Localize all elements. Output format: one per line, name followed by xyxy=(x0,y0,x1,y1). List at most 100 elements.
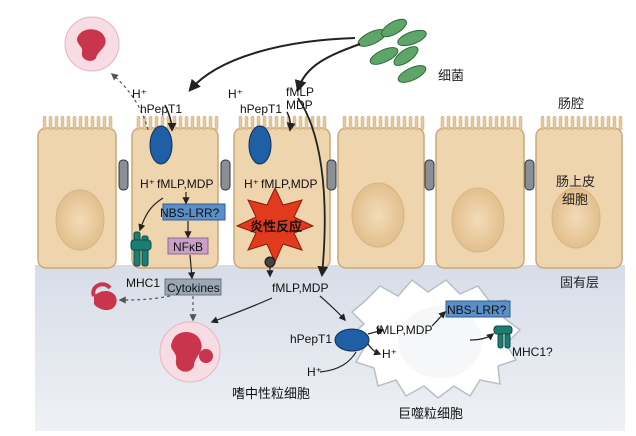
epithelial-cell xyxy=(435,127,525,269)
microvillus xyxy=(190,115,195,131)
microvillus xyxy=(482,115,487,131)
nfkb-label: NFκB xyxy=(173,240,203,254)
microvillus xyxy=(612,115,617,131)
microvillus xyxy=(408,115,413,131)
microvillus xyxy=(402,115,407,131)
fmlp-mdp-inside-label: fMLP,MDP xyxy=(261,177,317,191)
bacterium xyxy=(393,46,419,66)
bacteria-cluster xyxy=(357,18,427,83)
hpept1-label: hPepT1 xyxy=(140,102,182,116)
microvillus xyxy=(148,115,153,131)
microvillus xyxy=(250,115,255,131)
microvillus xyxy=(372,115,377,131)
epithelial-cell xyxy=(37,127,117,269)
microvillus xyxy=(588,115,593,131)
microvillus xyxy=(390,115,395,131)
microvillus xyxy=(298,115,303,131)
tight-junction xyxy=(326,159,337,191)
fmlp-to-neutrophil-arrow xyxy=(210,297,273,324)
neutrophil-cell xyxy=(64,16,120,72)
hpept1-label: hPepT1 xyxy=(240,102,282,116)
nbs-lrr-macrophage-box xyxy=(445,300,511,318)
nbs-lrr-box xyxy=(162,203,226,221)
microvillus xyxy=(238,115,243,131)
microvillus xyxy=(518,115,523,131)
microvillus xyxy=(446,115,451,131)
hpept1-transporter xyxy=(248,125,272,165)
microvillus xyxy=(280,115,285,131)
signal-arrow xyxy=(187,254,196,280)
microvillus xyxy=(274,115,279,131)
microvillus xyxy=(178,115,183,131)
microvillus xyxy=(348,115,353,131)
h-plus-label: H⁺ xyxy=(228,87,243,101)
microvillus xyxy=(102,115,107,131)
microvillus xyxy=(600,115,605,131)
microvillus xyxy=(96,115,101,131)
microvillus xyxy=(494,115,499,131)
microvillus xyxy=(512,115,517,131)
macrophage-mhc-arrow xyxy=(469,333,495,341)
microvillus xyxy=(292,115,297,131)
h-plus-inside-label: H⁺ xyxy=(140,177,155,191)
fmlp-mdp-macrophage-label: fMLP,MDP xyxy=(376,323,432,337)
h-plus-inside-macrophage: H⁺ xyxy=(382,347,397,361)
bacterium xyxy=(397,65,427,83)
microvillus xyxy=(552,115,557,131)
epithelial-label-line2: 细胞 xyxy=(562,192,588,207)
bacterium xyxy=(381,18,407,38)
microvillus xyxy=(84,115,89,131)
microvillus xyxy=(66,115,71,131)
microvillus xyxy=(360,115,365,131)
microvillus xyxy=(618,115,623,131)
bacteria-to-cell1-arrow xyxy=(188,37,356,92)
lamina-propria-label: 固有层 xyxy=(560,275,599,290)
microvillus xyxy=(184,115,189,131)
microvillus xyxy=(564,115,569,131)
microvillus xyxy=(414,115,419,131)
mdp-label: MDP xyxy=(286,98,313,112)
hpept1-transporter xyxy=(149,125,173,165)
microvillus xyxy=(72,115,77,131)
microvillus xyxy=(304,115,309,131)
microvillus xyxy=(48,115,53,131)
microvillus xyxy=(366,115,371,131)
chemotaxis-arrow xyxy=(110,73,149,131)
h-plus-inside-label: H⁺ xyxy=(244,177,259,191)
microvillus xyxy=(342,115,347,131)
microvillus xyxy=(464,115,469,131)
microvillus xyxy=(108,115,113,131)
microvillus xyxy=(322,115,327,131)
h-plus-uptake-arrow xyxy=(319,351,357,373)
nbs-lrr-label: NBS-LRR? xyxy=(160,206,220,220)
fmlp-to-macrophage-arrow xyxy=(319,295,346,322)
microvillus xyxy=(354,115,359,131)
macrophage-proton-arrow xyxy=(367,343,382,356)
tight-junction xyxy=(524,159,535,191)
mhc1-macrophage-receptor xyxy=(493,325,513,349)
microvillus xyxy=(594,115,599,131)
fmlp-lumen-arrow xyxy=(164,104,177,132)
microvillus xyxy=(378,115,383,131)
microvillus xyxy=(582,115,587,131)
tight-junction xyxy=(220,159,231,191)
microvillus xyxy=(196,115,201,131)
microvillus xyxy=(136,115,141,131)
microvillus xyxy=(420,115,425,131)
microvillus xyxy=(244,115,249,131)
fmlp-lumen-arrow xyxy=(286,111,296,132)
bacteria-to-cell2-arrow xyxy=(294,43,361,93)
microvillus xyxy=(546,115,551,131)
microvillus xyxy=(458,115,463,131)
microvillus xyxy=(268,115,273,131)
microvillus xyxy=(54,115,59,131)
mhc1-receptor xyxy=(130,231,152,267)
microvillus xyxy=(202,115,207,131)
microvillus xyxy=(172,115,177,131)
mhc1-label: MHC1 xyxy=(126,276,160,290)
nbs-lrr-macrophage-label: NBS-LRR? xyxy=(447,303,507,317)
epithelial-layer xyxy=(37,115,623,269)
cytokines-label: Cytokines xyxy=(167,281,220,295)
bacterium xyxy=(369,47,399,65)
hpept1-transporter xyxy=(334,328,370,352)
